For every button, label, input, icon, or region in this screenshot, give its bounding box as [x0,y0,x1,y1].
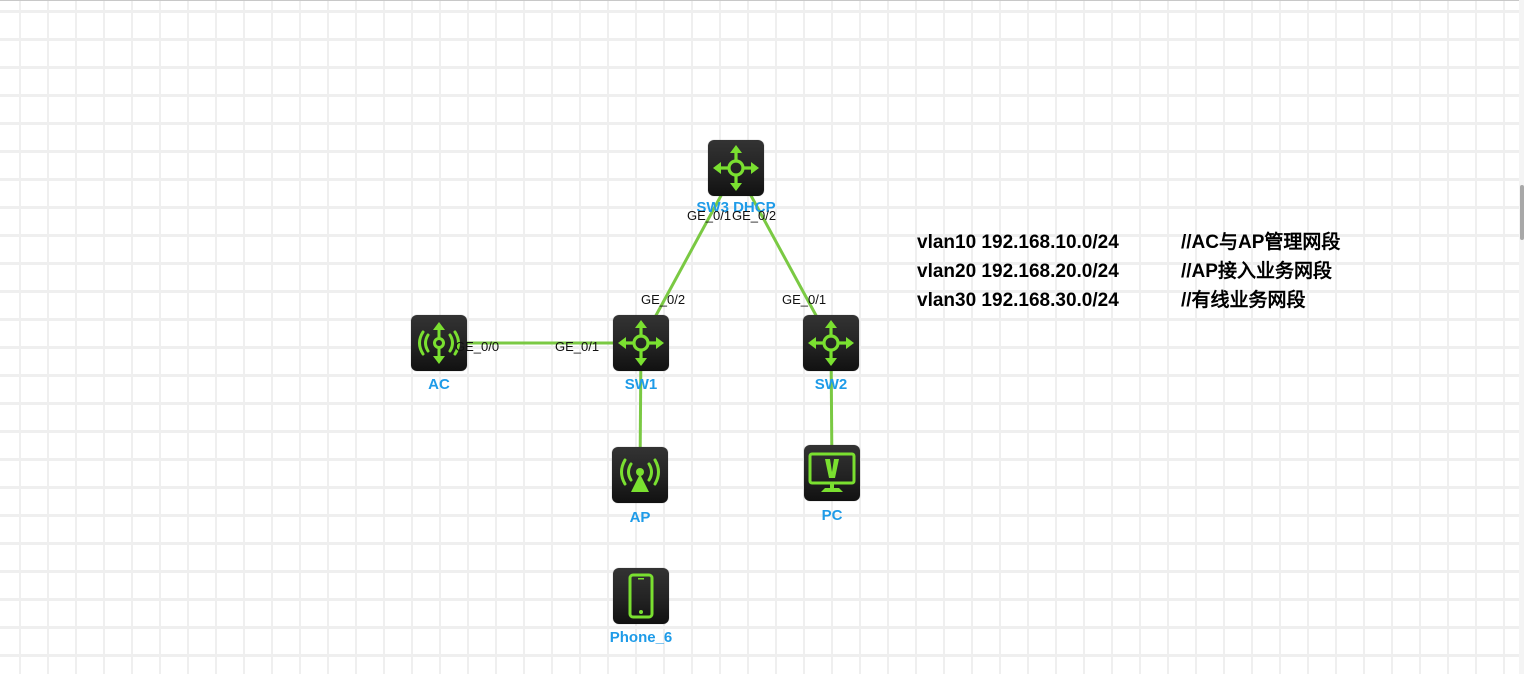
vertical-scrollbar[interactable] [1519,0,1524,674]
access-point-icon [620,458,660,492]
node-ac[interactable] [411,315,467,371]
vlan-notes[interactable]: vlan10 192.168.10.0/24 //AC与AP管理网段 vlan2… [917,228,1340,315]
access-controller-icon [418,322,460,364]
node-sw1[interactable] [613,315,669,371]
port-label-sw2-sw3: GE_0/1 [782,292,827,307]
scrollbar-thumb[interactable] [1520,185,1524,240]
node-ap[interactable] [612,447,668,503]
note-network: vlan10 192.168.10.0/24 [917,232,1119,253]
node-label-phone: Phone_6 [609,629,673,646]
switch-icon [618,320,664,366]
note-network: vlan20 192.168.20.0/24 [917,261,1119,282]
note-row: vlan20 192.168.20.0/24 //AP接入业务网段 [917,257,1340,286]
node-label-pc: PC [821,507,843,524]
node-label-ap: AP [629,509,651,526]
port-label-sw1-ac: GE_0/1 [555,339,600,354]
node-pc[interactable] [804,445,860,501]
pc-monitor-icon [808,452,856,492]
node-label-sw3: SW3 DHCP [696,199,776,216]
node-label-sw2: SW2 [814,376,848,393]
note-row: vlan10 192.168.10.0/24 //AC与AP管理网段 [917,228,1340,257]
port-label-sw1-sw3: GE_0/2 [641,292,686,307]
note-comment: //有线业务网段 [1181,290,1306,311]
node-label-sw1: SW1 [624,376,658,393]
link-sw3-sw1[interactable] [639,167,738,344]
node-sw2[interactable] [803,315,859,371]
mobile-phone-icon [628,573,654,619]
switch-icon [808,320,854,366]
l3-switch-icon [713,145,759,191]
note-network: vlan30 192.168.30.0/24 [917,290,1119,311]
note-comment: //AC与AP管理网段 [1181,232,1341,253]
link-sw3-sw2[interactable] [734,167,833,344]
port-label-sw3-sw1: GE_0/1 [687,208,732,223]
note-comment: //AP接入业务网段 [1181,261,1332,282]
node-sw3[interactable] [708,140,764,196]
port-label-sw3-sw2: GE_0/2 [732,208,777,223]
node-phone[interactable] [613,568,669,624]
port-label-ac-sw1: GE_0/0 [455,339,500,354]
node-label-ac: AC [428,376,450,393]
note-row: vlan30 192.168.30.0/24 //有线业务网段 [917,286,1340,315]
top-border [0,0,1524,1]
